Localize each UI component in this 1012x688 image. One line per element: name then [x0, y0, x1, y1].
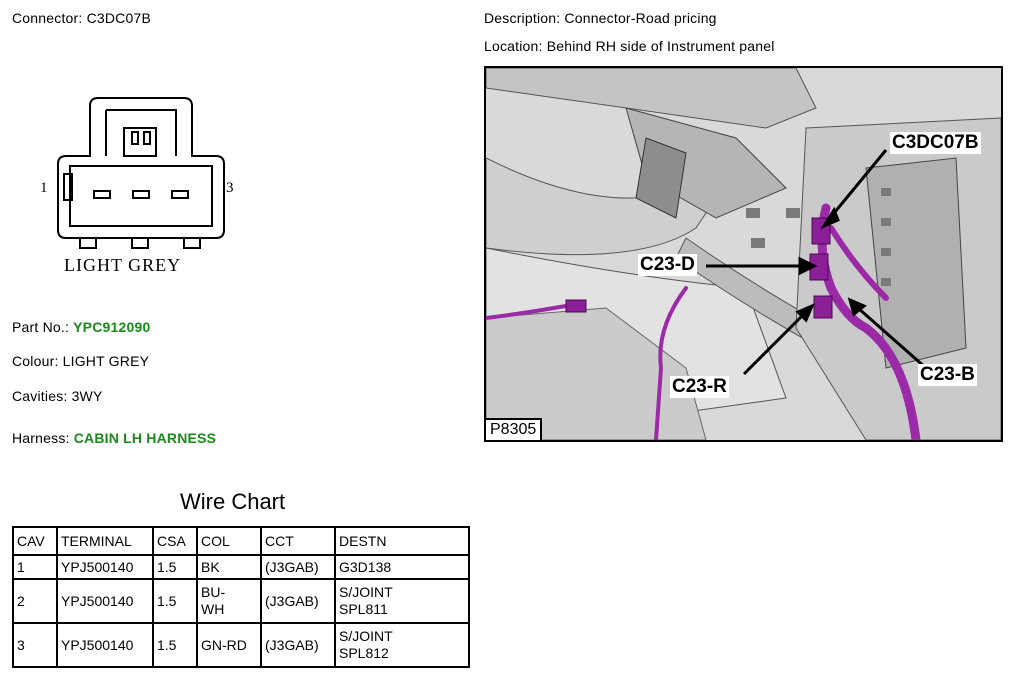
cell-col: GN-RD	[196, 622, 262, 668]
cell-destn: G3D138	[334, 554, 470, 580]
callout-c3dc07b: C3DC07B	[890, 132, 981, 154]
colour-label: Colour: LIGHT GREY	[12, 353, 150, 369]
column-header-col: COL	[196, 526, 262, 556]
location-image: C3DC07B C23-D C23-R C23-B P8305	[484, 66, 1003, 442]
harness-value: CABIN LH HARNESS	[73, 430, 217, 446]
pin-1-label: 1	[40, 180, 48, 196]
cell-csa: 1.5	[152, 554, 198, 580]
cell-destn: S/JOINT SPL812	[334, 622, 470, 668]
connector-label: Connector: C3DC07B	[12, 10, 151, 26]
table-row: 3 YPJ500140 1.5 GN-RD (J3GAB) S/JOINT SP…	[12, 622, 470, 668]
harness-label: Harness:	[12, 430, 70, 446]
wire-chart-header-row: CAV TERMINAL CSA COL CCT DESTN	[12, 526, 470, 556]
cell-csa: 1.5	[152, 578, 198, 624]
table-row: 1 YPJ500140 1.5 BK (J3GAB) G3D138	[12, 554, 470, 580]
cell-cct: (J3GAB)	[260, 554, 336, 580]
callout-c23-r: C23-R	[670, 376, 729, 398]
part-number-label: Part No.:	[12, 319, 70, 335]
wire-chart-table: CAV TERMINAL CSA COL CCT DESTN 1 YPJ5001…	[12, 526, 470, 668]
column-header-cct: CCT	[260, 526, 336, 556]
cavities-label: Cavities: 3WY	[12, 388, 103, 404]
cell-destn: S/JOINT SPL811	[334, 578, 470, 624]
callout-c23-d: C23-D	[638, 254, 697, 276]
column-header-terminal: TERMINAL	[56, 526, 154, 556]
cell-terminal: YPJ500140	[56, 622, 154, 668]
column-header-csa: CSA	[152, 526, 198, 556]
connector-face-diagram	[57, 97, 225, 249]
photo-reference: P8305	[486, 418, 543, 440]
part-number: Part No.: YPC912090	[12, 319, 150, 335]
cell-cct: (J3GAB)	[260, 578, 336, 624]
cell-csa: 1.5	[152, 622, 198, 668]
wire-chart-title: Wire Chart	[180, 489, 286, 514]
column-header-destn: DESTN	[334, 526, 470, 556]
cell-cav: 2	[12, 578, 58, 624]
cell-col: BK	[196, 554, 262, 580]
harness: Harness: CABIN LH HARNESS	[12, 430, 216, 446]
callout-c23-b: C23-B	[918, 364, 977, 386]
connector-colour-caption: LIGHT GREY	[64, 255, 182, 275]
cell-terminal: YPJ500140	[56, 554, 154, 580]
cell-cct: (J3GAB)	[260, 622, 336, 668]
description-label: Description: Connector-Road pricing	[484, 10, 717, 26]
cell-col: BU- WH	[196, 578, 262, 624]
pin-3-label: 3	[226, 180, 234, 196]
part-number-value: YPC912090	[73, 319, 151, 335]
instrument-panel-illustration	[486, 68, 1001, 440]
column-header-cav: CAV	[12, 526, 58, 556]
cell-cav: 3	[12, 622, 58, 668]
cell-terminal: YPJ500140	[56, 578, 154, 624]
cell-cav: 1	[12, 554, 58, 580]
table-row: 2 YPJ500140 1.5 BU- WH (J3GAB) S/JOINT S…	[12, 578, 470, 624]
location-label: Location: Behind RH side of Instrument p…	[484, 38, 775, 54]
